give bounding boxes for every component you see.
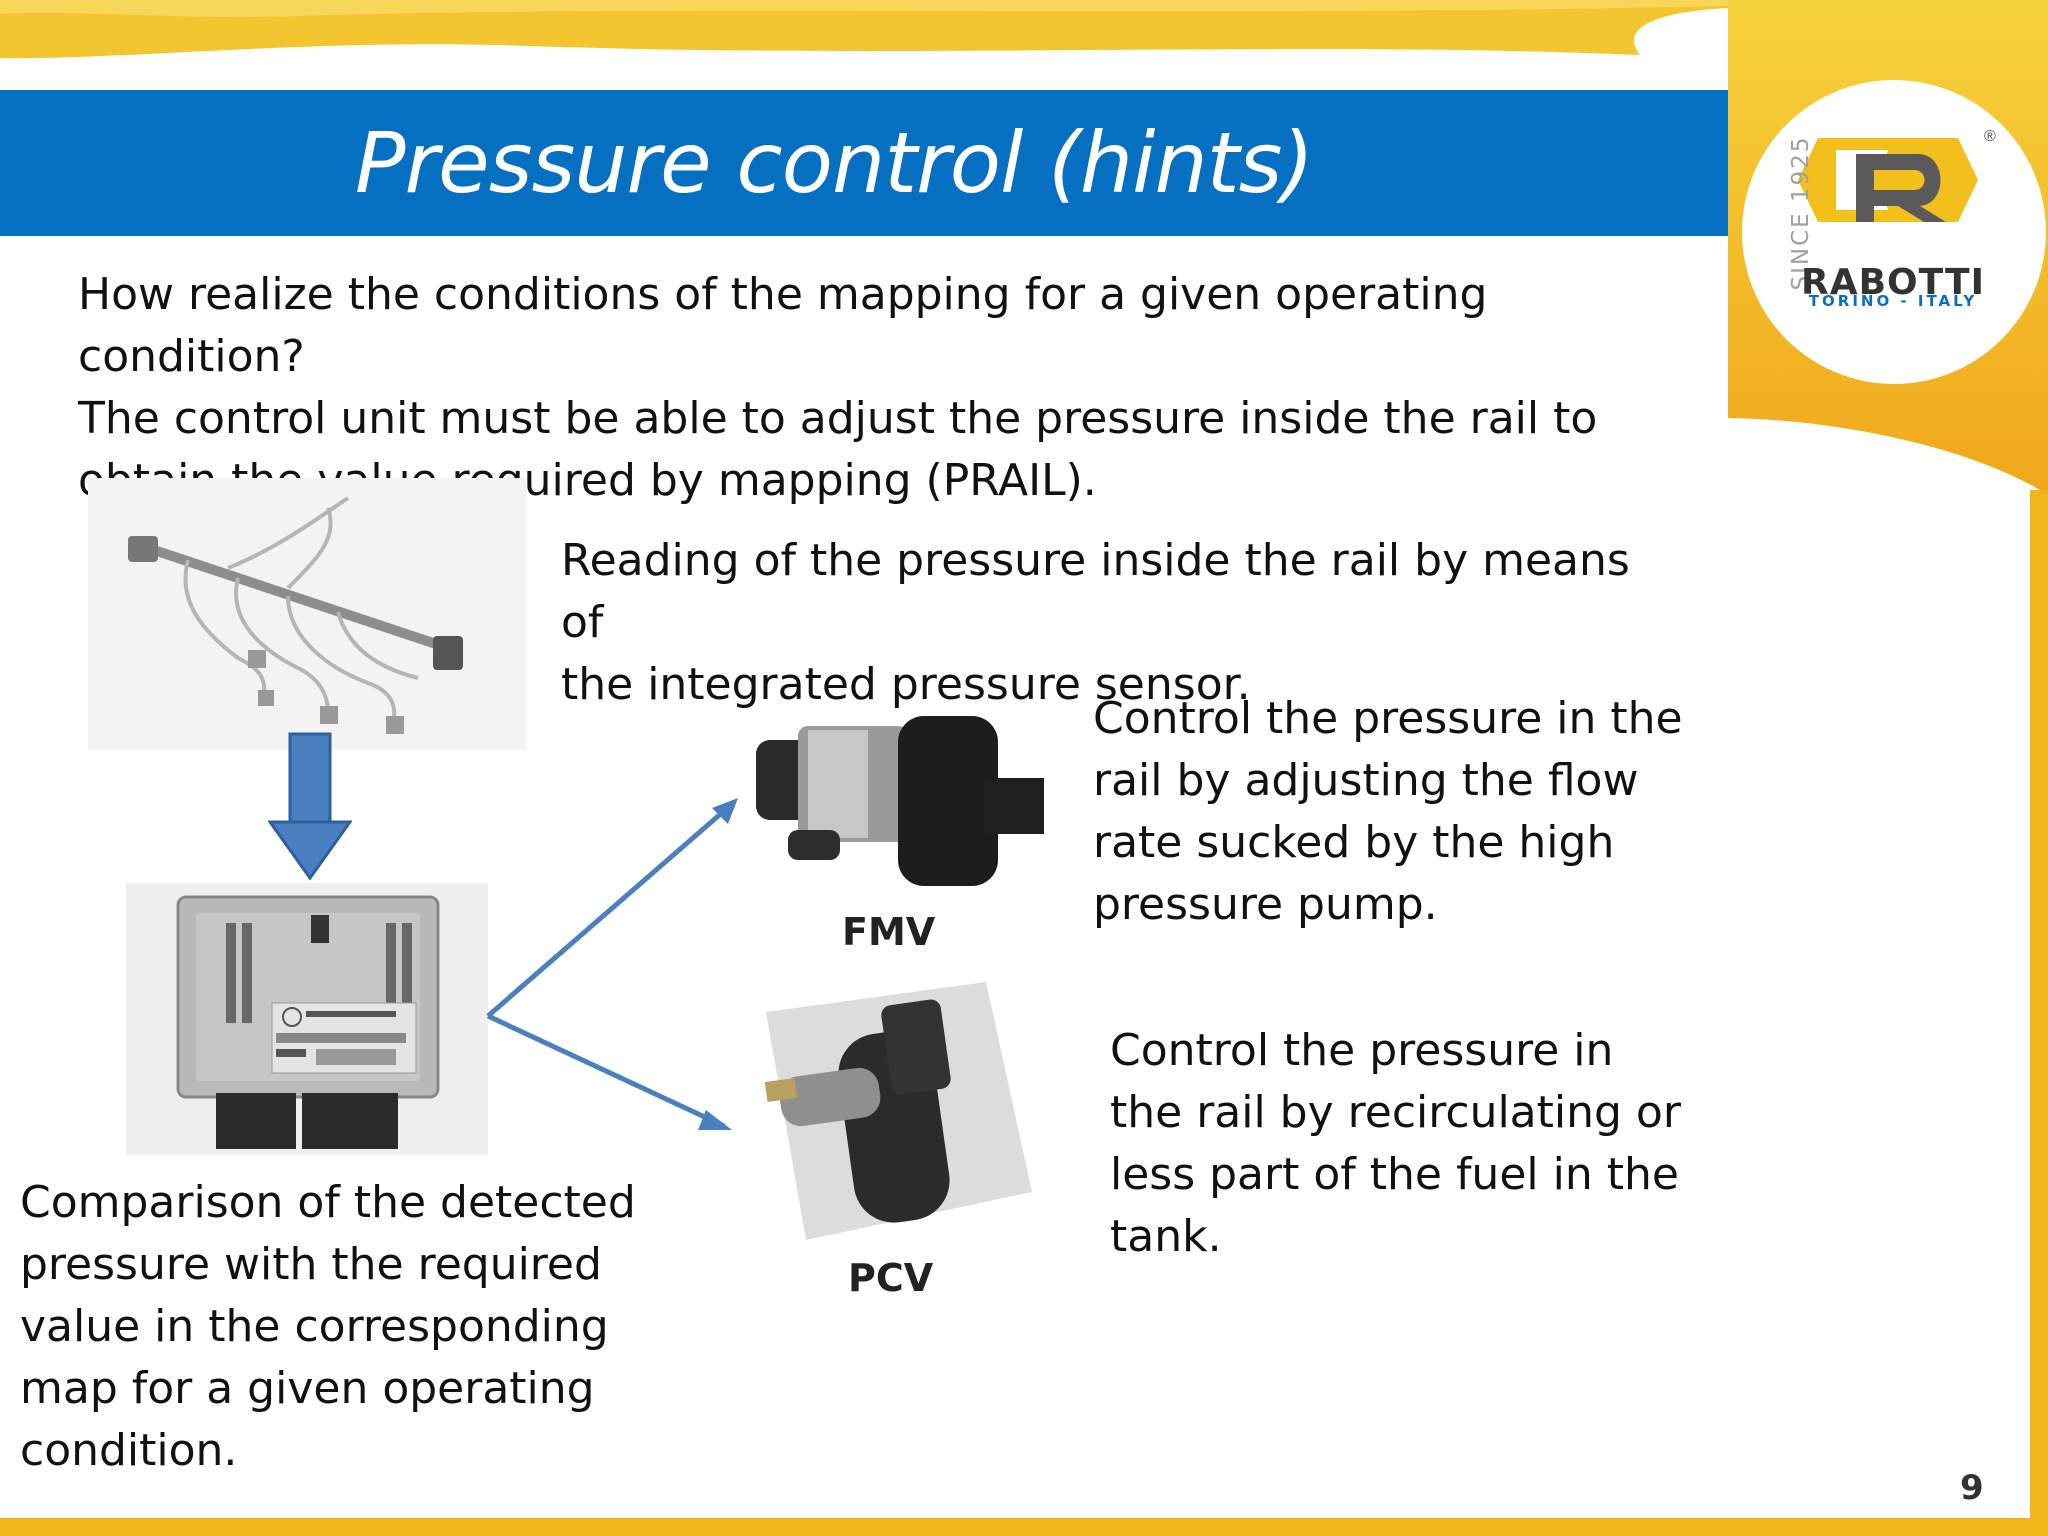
pcv-description: Control the pressure in the rail by reci… [1110, 1025, 1681, 1262]
logo-location-text: TORINO - ITALY [1808, 292, 1978, 310]
title-band: Pressure control (hints) [0, 90, 1728, 236]
ecu-comparison-text: Comparison of the detected pressure with… [20, 1177, 636, 1476]
rabotti-logo-mark [1798, 138, 1978, 222]
intro-text: How realize the conditions of the mappin… [78, 269, 1598, 506]
top-decorative-wave [0, 0, 1728, 59]
page-number: 9 [1960, 1468, 1984, 1508]
branch-arrows [486, 798, 738, 1130]
right-border [2030, 490, 2048, 1536]
pcv-valve-image [736, 972, 1032, 1240]
fmv-valve-image [748, 710, 1064, 906]
logo-registered-mark: ® [1984, 128, 1996, 145]
rail-sensor-text: Reading of the pressure inside the rail … [561, 535, 1630, 710]
logo-brand-text: RABOTTI [1801, 262, 1985, 303]
common-rail-image [88, 478, 526, 750]
ecu-control-unit-image [126, 883, 488, 1155]
pcv-label: PCV [848, 1256, 934, 1300]
bottom-border [0, 1518, 2048, 1536]
slide-title: Pressure control (hints) [354, 114, 1314, 212]
fmv-label: FMV [842, 910, 936, 954]
fmv-description: Control the pressure in the rail by adju… [1093, 693, 1683, 930]
down-arrow [268, 732, 352, 881]
rabotti-logo [1778, 118, 1998, 318]
